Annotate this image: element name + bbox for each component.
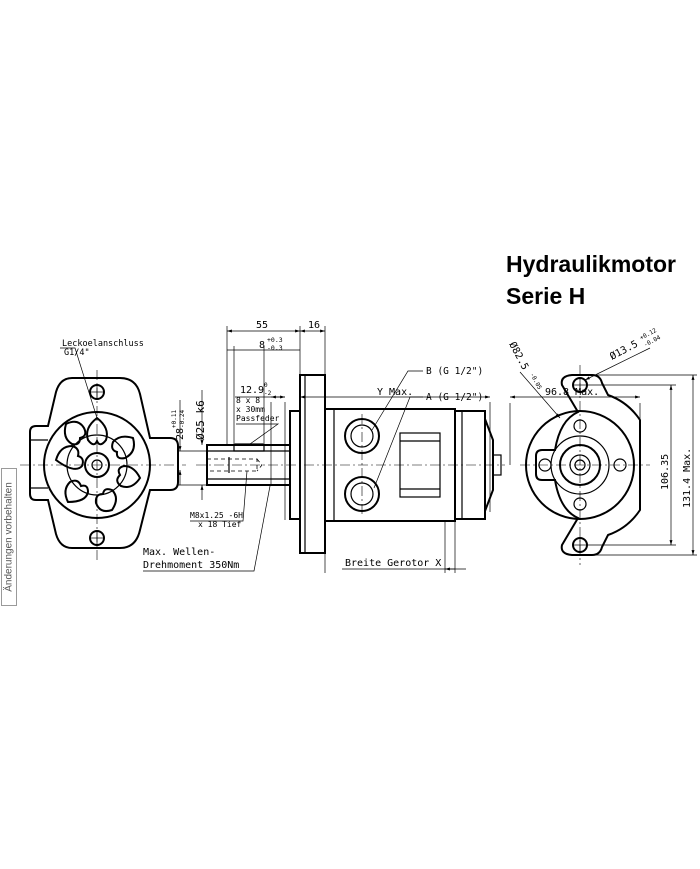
left-end-view: Leckoelanschluss G1/4" (20, 339, 186, 560)
dim-28: 28 (175, 428, 186, 440)
dim-82-5-tol: -0.05 (528, 372, 543, 392)
leak-port-size: G1/4" (64, 348, 90, 358)
dim-82-5: Ø82.5 (506, 340, 531, 372)
dim-16: 16 (308, 320, 320, 331)
dim-12-9-tol-top: 0 (264, 382, 268, 389)
dim-28-tol-top: +0.11 (171, 410, 178, 428)
dim-28-tol-bot: -0.24 (179, 410, 186, 428)
leak-port-label: Leckoelanschluss (62, 339, 144, 349)
dim-96-8: 96.8 Max. (545, 387, 599, 398)
gerotor-label: Breite Gerotor X (345, 558, 441, 569)
right-end-view: Ø82.5 -0.05 Ø13.5 +0.12 -0.04 106.35 131… (506, 327, 697, 565)
key-length: x 30mm (236, 405, 265, 414)
torque-label-2: Drehmoment 350Nm (143, 560, 239, 571)
key-size: 8 x 8 (236, 396, 260, 405)
dim-131-4: 131.4 Max. (682, 448, 693, 508)
dim-8: 8 (259, 340, 265, 351)
dim-12-9: 12.9 (240, 385, 264, 396)
dim-8-tol-bot: -0.3 (267, 344, 283, 352)
dim-y-max: Y Max. (377, 387, 413, 398)
title-line-1: Hydraulikmotor (506, 251, 676, 277)
side-note-box: Änderungen vorbehalten (1, 468, 17, 606)
dim-12-9-tol-bot: -2 (264, 390, 272, 397)
key-name: Passfeder (236, 414, 280, 423)
port-b-label: B (G 1/2") (426, 366, 483, 377)
dim-8-tol-top: +0.3 (267, 336, 283, 344)
thread-depth-label: x 18 Tief (198, 520, 242, 529)
title-line-2: Serie H (506, 283, 586, 309)
dim-13-5: Ø13.5 (608, 338, 640, 363)
dim-25: Ø25 k6 (194, 400, 207, 440)
dim-106-35: 106.35 (660, 454, 671, 490)
port-a-label: A (G 1/2") (426, 392, 483, 403)
thread-label: M8x1.25 -6H (190, 511, 243, 520)
side-view: B (G 1/2") A (G 1/2") 55 16 8 +0.3 -0.3 … (143, 320, 505, 573)
torque-label-1: Max. Wellen- (143, 547, 215, 558)
dim-55: 55 (256, 320, 268, 331)
